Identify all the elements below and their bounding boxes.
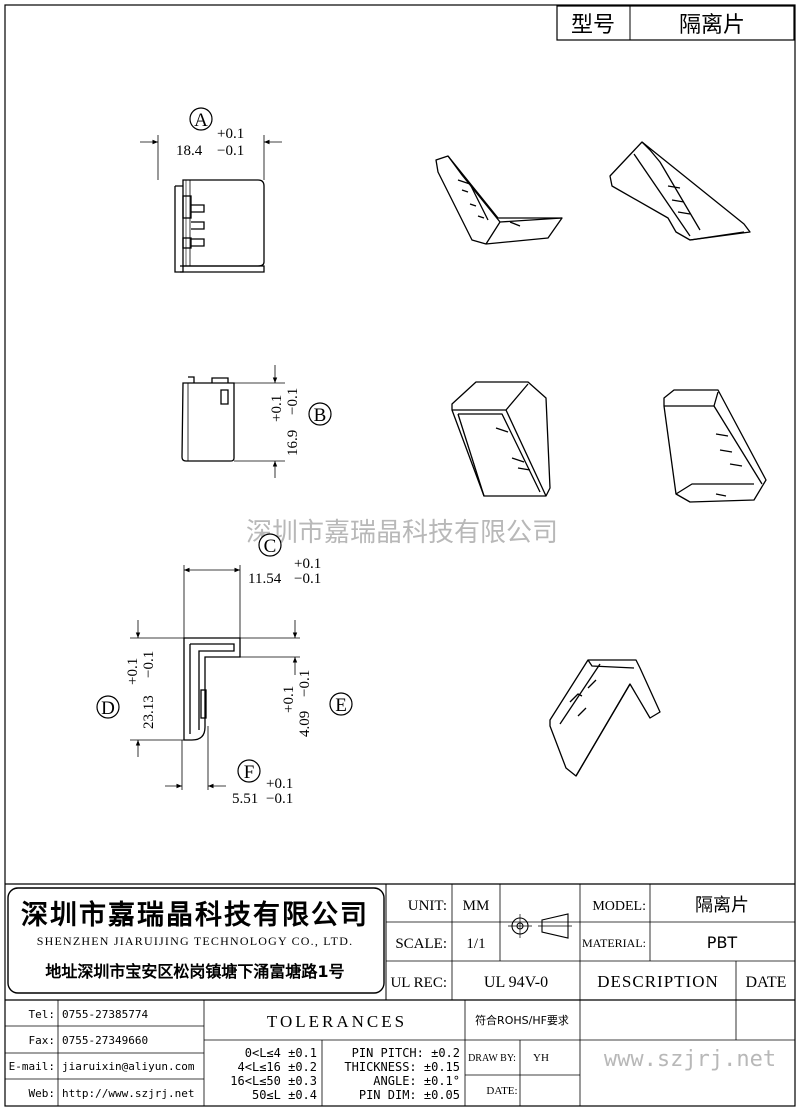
date2-label: DATE: bbox=[486, 1085, 517, 1097]
model-value: 隔离片 bbox=[695, 895, 749, 916]
material-value: PBT bbox=[707, 933, 738, 952]
tol-spec-3: ANGLE: ±0.1° bbox=[373, 1074, 460, 1088]
unit-label: UNIT: bbox=[408, 898, 447, 914]
dim-b-nominal: 16.9 bbox=[285, 430, 301, 456]
dim-a-minus: −0.1 bbox=[217, 143, 244, 159]
dim-b-letter: B bbox=[314, 405, 327, 426]
dim-f-nominal: 5.51 bbox=[232, 791, 258, 807]
dim-f-labels: F +0.1 5.51 −0.1 bbox=[232, 759, 293, 807]
tol-range-2: 4<L≤16 ±0.2 bbox=[238, 1060, 317, 1074]
unit-value: MM bbox=[463, 898, 490, 914]
dim-e-plus: +0.1 bbox=[281, 686, 297, 713]
sheet-border bbox=[4, 4, 796, 1107]
email-label: E-mail: bbox=[9, 1060, 55, 1073]
tel-label: Tel: bbox=[29, 1008, 56, 1021]
web-label: Web: bbox=[29, 1087, 56, 1100]
iso-view-2 bbox=[609, 141, 751, 241]
rohs-text: 符合ROHS/HF要求 bbox=[475, 1013, 569, 1027]
dim-e-labels: +0.1 4.09 −0.1 E bbox=[281, 670, 353, 737]
iso-view-4 bbox=[663, 389, 767, 503]
description-label: DESCRIPTION bbox=[597, 972, 719, 991]
scale-label: SCALE: bbox=[395, 936, 447, 952]
iso-view-5 bbox=[549, 659, 661, 777]
dim-c-nominal: 11.54 bbox=[248, 571, 282, 587]
tol-range-4: 50≤L ±0.4 bbox=[252, 1088, 317, 1102]
email-value: jiaruixin@aliyun.com bbox=[62, 1060, 195, 1073]
dim-c-labels: C +0.1 11.54 −0.1 bbox=[248, 533, 321, 587]
section-view-cdef bbox=[130, 565, 300, 790]
dim-c-letter: C bbox=[264, 536, 277, 557]
company-address: 地址深圳市宝安区松岗镇塘下涌富塘路1号 bbox=[45, 962, 344, 981]
dim-b-minus: −0.1 bbox=[285, 388, 301, 415]
projection-symbol-icon bbox=[508, 913, 572, 939]
tol-range-1: 0<L≤4 ±0.1 bbox=[245, 1046, 317, 1060]
iso-view-3 bbox=[451, 381, 551, 497]
fax-value: 0755-27349660 bbox=[62, 1034, 148, 1047]
model-title-box: 型号 隔离片 bbox=[556, 5, 795, 41]
dim-d-letter: D bbox=[101, 698, 115, 719]
website-watermark: www.szjrj.net bbox=[604, 1047, 776, 1072]
title-block bbox=[5, 883, 795, 1106]
drawby-value: YH bbox=[533, 1052, 549, 1064]
iso-view-1 bbox=[435, 155, 563, 245]
tol-spec-1: PIN PITCH: ±0.2 bbox=[352, 1046, 460, 1060]
model-label: MODEL: bbox=[592, 899, 646, 914]
dim-a-letter: A bbox=[194, 110, 208, 131]
tol-range-3: 16<L≤50 ±0.3 bbox=[230, 1074, 317, 1088]
material-label: MATERIAL: bbox=[582, 936, 646, 950]
scale-value: 1/1 bbox=[466, 936, 485, 952]
ulrec-value: UL 94V-0 bbox=[484, 974, 548, 991]
dim-a-plus: +0.1 bbox=[217, 126, 244, 142]
side-view-b bbox=[181, 365, 285, 478]
tol-spec-2: THICKNESS: ±0.15 bbox=[344, 1060, 460, 1074]
model-title-label: 型号 bbox=[571, 13, 615, 38]
tol-spec-4: PIN DIM: ±0.05 bbox=[359, 1088, 460, 1102]
dim-d-minus: −0.1 bbox=[141, 651, 157, 678]
dim-e-minus: −0.1 bbox=[297, 670, 313, 697]
dim-b-plus: +0.1 bbox=[269, 395, 285, 422]
tel-value: 0755-27385774 bbox=[62, 1008, 148, 1021]
dim-c-plus: +0.1 bbox=[294, 556, 321, 572]
dim-a-labels: A +0.1 18.4 −0.1 bbox=[176, 107, 244, 159]
model-title-value: 隔离片 bbox=[679, 13, 745, 38]
date-label: DATE bbox=[746, 974, 787, 991]
dim-d-plus: +0.1 bbox=[125, 658, 141, 685]
dim-a-nominal: 18.4 bbox=[176, 143, 203, 159]
ulrec-label: UL REC: bbox=[390, 975, 447, 991]
dim-f-letter: F bbox=[244, 762, 255, 783]
web-value: http://www.szjrj.net bbox=[62, 1087, 194, 1100]
dim-c-minus: −0.1 bbox=[294, 571, 321, 587]
company-name-en: SHENZHEN JIARUIJING TECHNOLOGY CO., LTD. bbox=[37, 934, 354, 948]
front-view-a bbox=[140, 135, 282, 273]
company-name-cn: 深圳市嘉瑞晶科技有限公司 bbox=[21, 899, 369, 931]
dim-d-nominal: 23.13 bbox=[141, 695, 157, 729]
dim-f-minus: −0.1 bbox=[266, 791, 293, 807]
fax-label: Fax: bbox=[29, 1034, 56, 1047]
dim-e-nominal: 4.09 bbox=[297, 711, 313, 737]
tolerances-title: TOLERANCES bbox=[267, 1012, 407, 1031]
drawby-label: DRAW BY: bbox=[468, 1053, 516, 1064]
dim-d-labels: D +0.1 23.13 −0.1 bbox=[96, 651, 157, 729]
dim-f-plus: +0.1 bbox=[266, 776, 293, 792]
watermark-text: 深圳市嘉瑞晶科技有限公司 bbox=[246, 518, 558, 548]
dim-e-letter: E bbox=[335, 695, 347, 716]
dim-b-labels: +0.1 16.9 −0.1 B bbox=[269, 388, 332, 456]
